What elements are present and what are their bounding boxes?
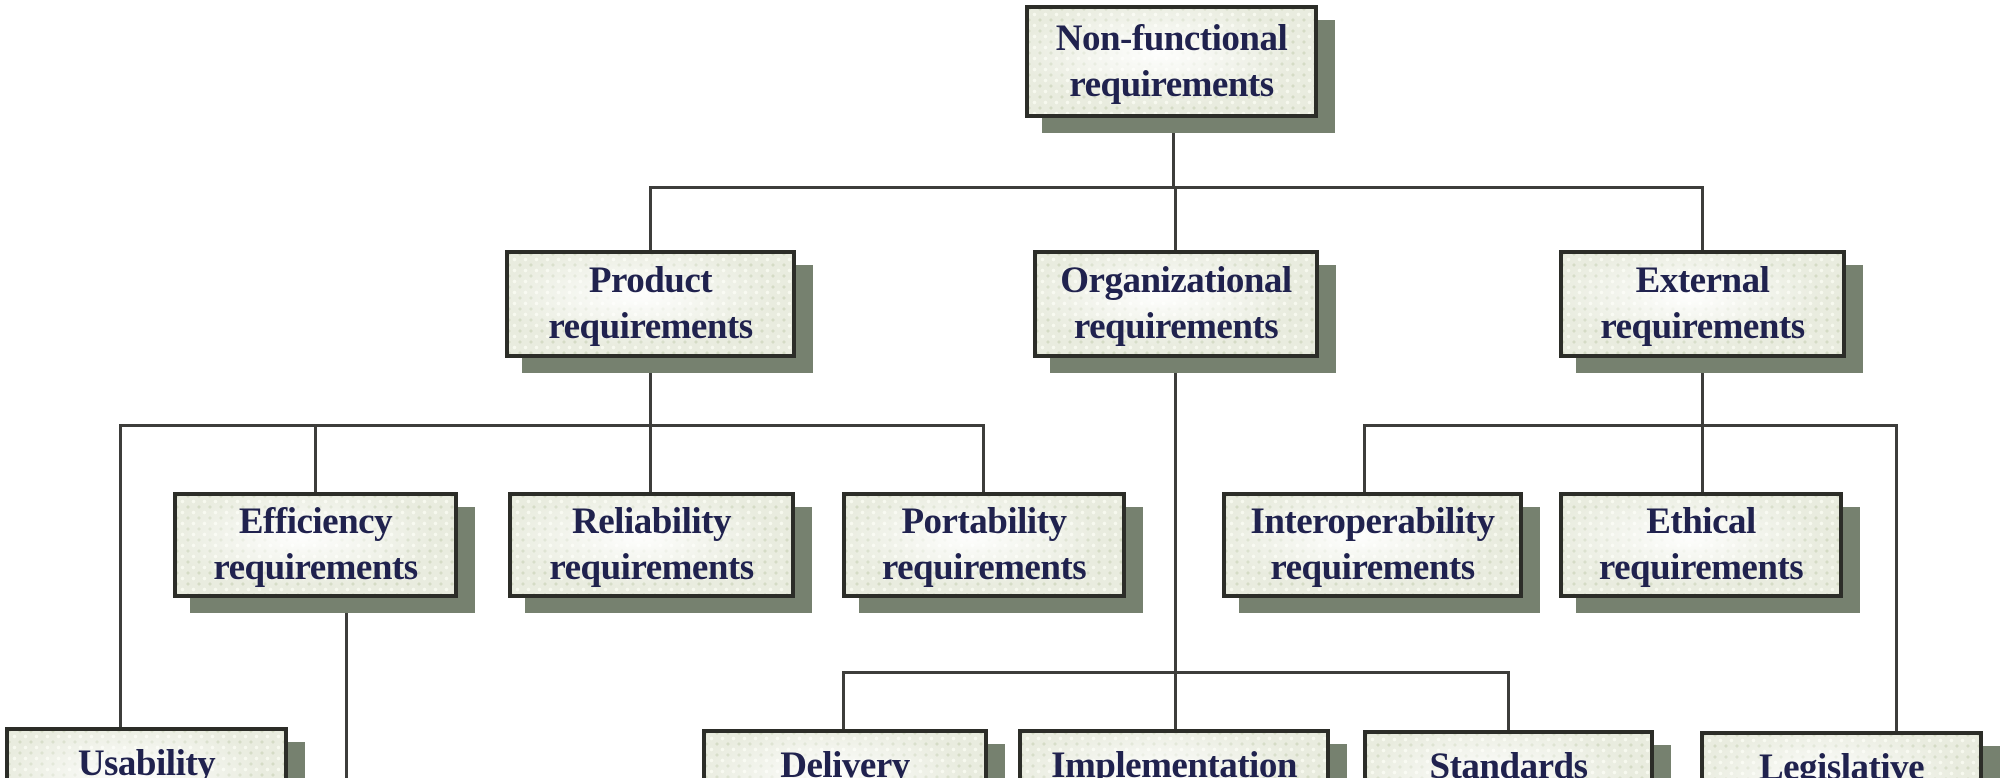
node-label-line: requirements [549,547,754,588]
node-interoperability-requirements: Interoperability requirements [1222,492,1523,598]
node-label-line: requirements [881,547,1087,588]
node-implementation-requirements: Implementation [1018,729,1330,778]
node-label-line: Implementation [1051,745,1297,778]
node-label-line: requirements [1270,547,1475,588]
connector-line [314,424,317,492]
node-label-line: Legislative [1758,747,1925,778]
connector-line [1701,186,1704,250]
connector-line [1174,674,1177,729]
connector-line [650,186,1704,189]
node-ethical-requirements: Ethical requirements [1559,492,1843,598]
connector-line [119,424,122,727]
node-label-line: Product [588,260,713,301]
node-legislative-requirements: Legislative [1700,731,1983,778]
node-label-line: External [1635,260,1770,301]
node-delivery-requirements: Delivery [702,729,988,778]
node-label-line: Organizational [1060,260,1292,301]
node-label-line: Delivery [780,745,910,778]
connector-line [1172,118,1175,188]
node-label-line: requirements [1069,63,1274,105]
node-label-line: Standards [1429,746,1588,778]
node-efficiency-requirements: Efficiency requirements [173,492,458,598]
node-product-requirements: Product requirements [505,250,796,358]
node-label-line: Interoperability [1250,501,1495,542]
connector-line [1507,671,1510,730]
connector-line [649,358,652,427]
connector-line [119,424,985,427]
node-label-line: Reliability [572,501,731,542]
node-reliability-requirements: Reliability requirements [508,492,795,598]
node-organizational-requirements: Organizational requirements [1033,250,1319,358]
node-label-line: Efficiency [238,501,393,542]
connector-line [649,186,652,250]
connector-line [982,424,985,492]
connector-line [842,671,845,729]
node-label-line: Non-functional [1055,17,1288,59]
node-label-line: requirements [213,547,418,588]
node-portability-requirements: Portability requirements [842,492,1126,598]
node-usability-requirements: Usability [5,727,288,778]
node-label-line: Ethical [1646,501,1756,542]
node-label-line: requirements [548,306,753,347]
connector-line [345,598,348,778]
connector-line [1363,424,1898,427]
connector-line [1174,358,1177,674]
connector-line [1895,424,1898,731]
node-label-line: Portability [901,501,1067,542]
node-external-requirements: External requirements [1559,250,1846,358]
connector-line [1701,427,1704,492]
node-label-line: requirements [1073,306,1279,347]
connector-line [1363,424,1366,492]
connector-line [1174,186,1177,250]
connector-line [1701,358,1704,427]
node-label-line: requirements [1600,306,1805,347]
node-label-line: Usability [77,743,216,778]
node-label-line: requirements [1598,547,1804,588]
node-standards-requirements: Standards [1363,730,1654,778]
connector-line [842,671,1510,674]
connector-line [649,427,652,492]
